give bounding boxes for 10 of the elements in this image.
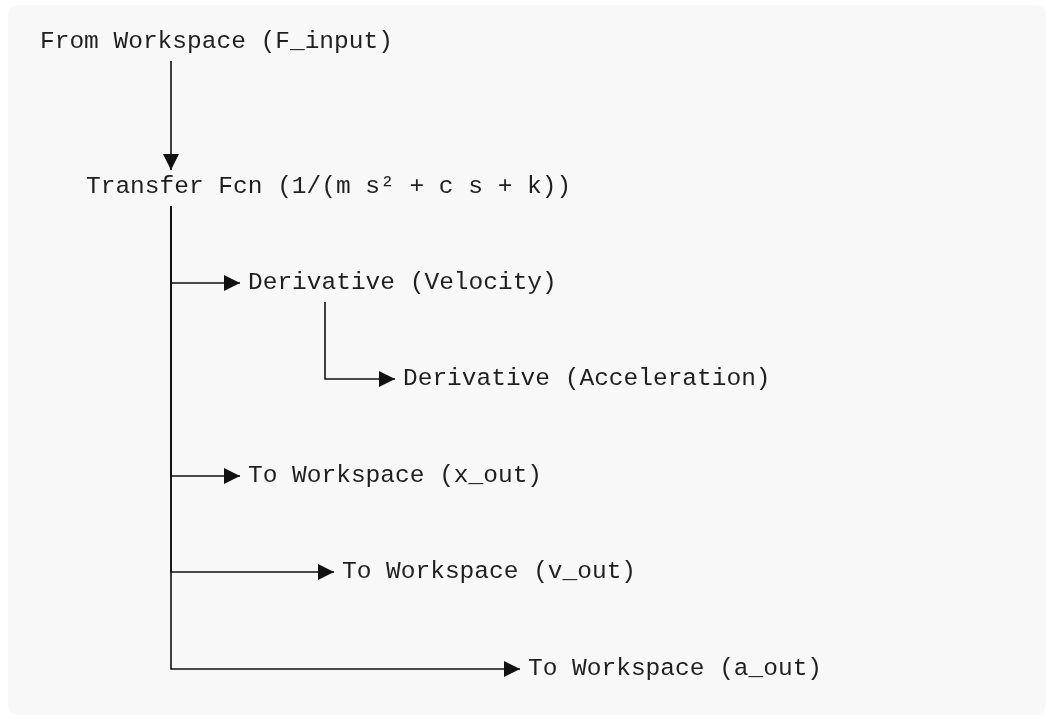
connector-arrow <box>324 301 396 387</box>
block-label: Transfer Fcn (1/(m s² + c s + k)) <box>78 172 572 202</box>
block-label: From Workspace (F_input) <box>32 27 393 57</box>
block-label: Derivative (Acceleration) <box>395 364 771 394</box>
block-label: To Workspace (v_out) <box>334 557 637 587</box>
connector-arrow <box>163 60 179 171</box>
block-label: To Workspace (a_out) <box>520 654 823 684</box>
connector-arrow <box>170 205 521 677</box>
block-label: To Workspace (x_out) <box>240 461 543 491</box>
block-label: Derivative (Velocity) <box>240 268 557 298</box>
